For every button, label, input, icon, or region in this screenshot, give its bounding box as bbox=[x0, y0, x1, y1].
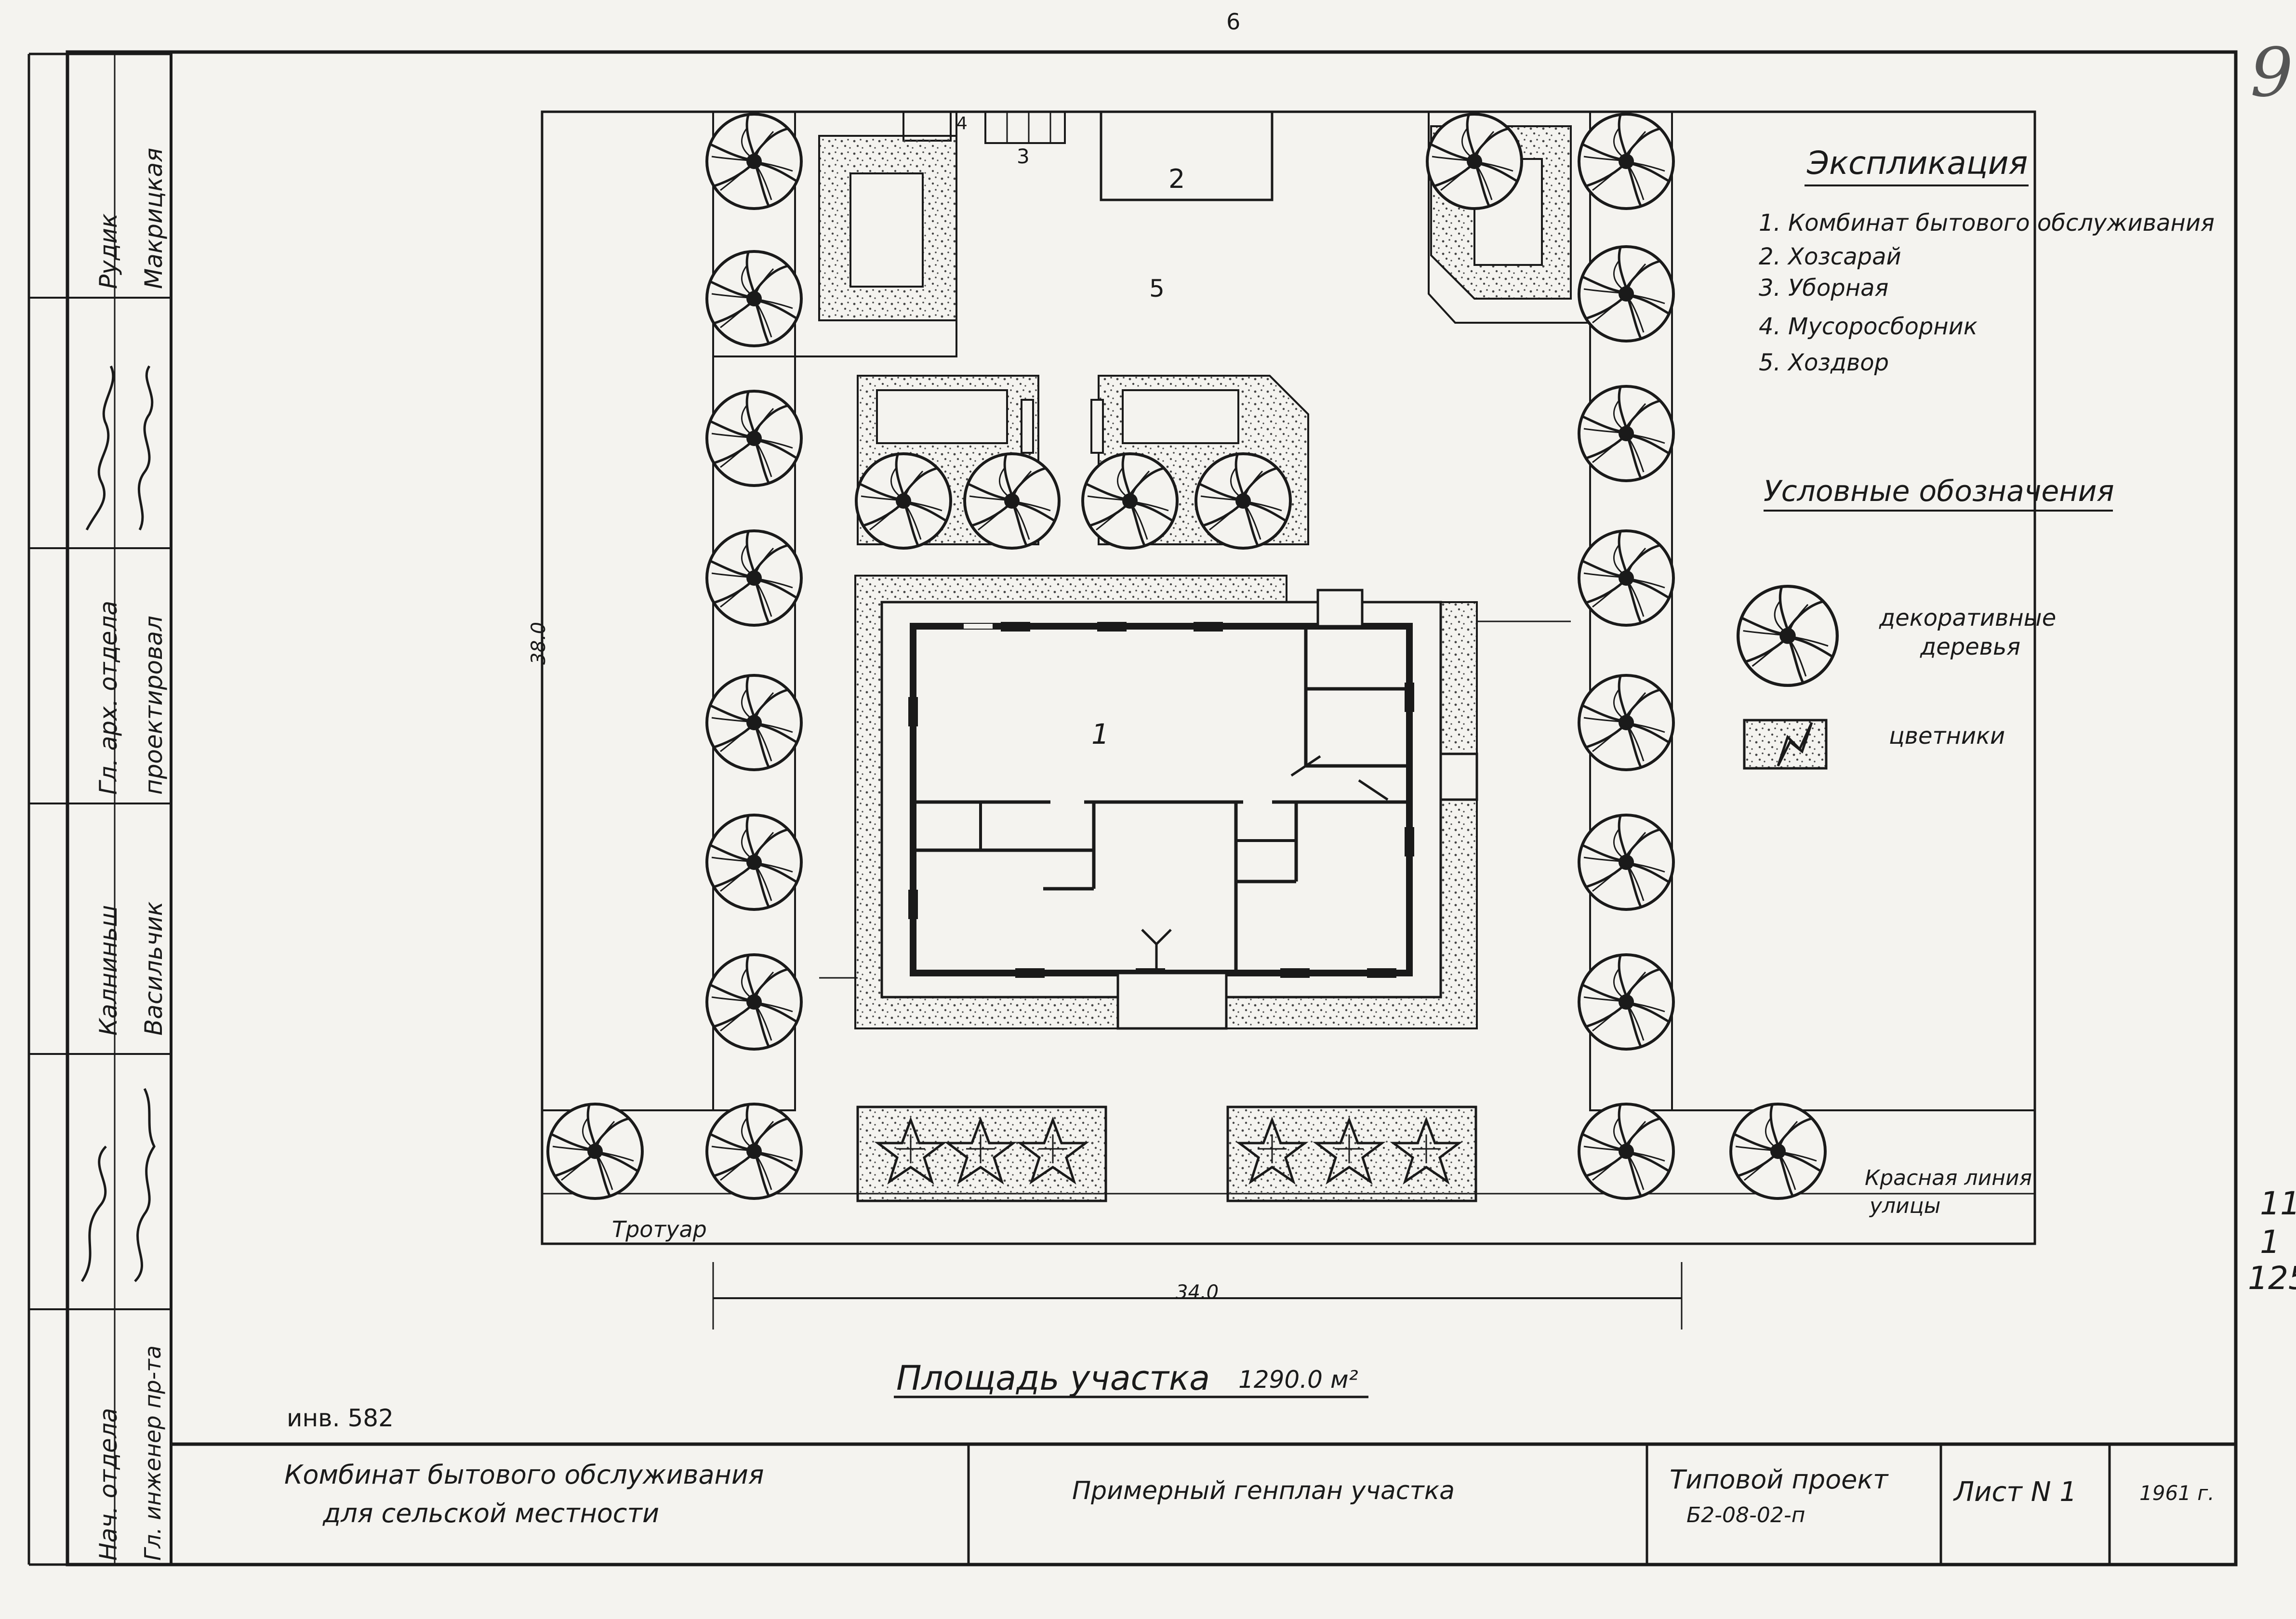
explication-item-4: 4. Мусоросборник bbox=[1759, 313, 1977, 340]
bin-number: 4 bbox=[956, 114, 968, 133]
type-project-code: Б2-08-02-п bbox=[1686, 1503, 1805, 1527]
dimension-height: 38.0 bbox=[528, 621, 550, 665]
role-chief-architect: Гл. арх. отдела bbox=[94, 600, 122, 795]
role-chief-engineer: Гл. инженер пр-та bbox=[140, 1345, 166, 1561]
legend-title: Условные обозначения bbox=[1764, 474, 2114, 508]
legend-tree-symbol bbox=[1738, 586, 1837, 685]
explication-item-5: 5. Хоздвор bbox=[1759, 349, 1889, 376]
explication-item-1: 1. Комбинат бытового обслуживания bbox=[1759, 210, 2215, 237]
project-name-line-1: Комбинат бытового обслуживания bbox=[284, 1460, 764, 1490]
explication-item-2: 2. Хозсарай bbox=[1759, 243, 1901, 270]
project-name-line-2: для сельской местности bbox=[323, 1498, 660, 1528]
legend-trees-label-2: деревья bbox=[1920, 633, 2021, 660]
ornamental-beds bbox=[856, 1106, 1477, 1202]
signatures bbox=[80, 365, 156, 1282]
sheet-frame bbox=[27, 50, 2238, 1566]
margin-note-1: 11 bbox=[2260, 1185, 2296, 1222]
red-line-label-2: улицы bbox=[1870, 1194, 1941, 1218]
margin-note-2: 1 bbox=[2260, 1224, 2280, 1261]
sidewalk-label: Тротуар bbox=[612, 1216, 707, 1242]
inventory-number: инв. 582 bbox=[287, 1404, 394, 1432]
explication-title: Экспликация bbox=[1807, 145, 2028, 182]
person-kalninsh: Калниньш bbox=[94, 905, 122, 1036]
sheet-number: Лист N 1 bbox=[1954, 1476, 2077, 1508]
building-number: 1 bbox=[1091, 718, 1109, 750]
page-number: 6 bbox=[1226, 9, 1241, 35]
stamp-number: 9 bbox=[2250, 34, 2294, 112]
person-vasilchik: Васильчик bbox=[140, 901, 168, 1036]
legend-flower-symbol bbox=[1743, 719, 1828, 770]
drawing-title: Примерный генплан участка bbox=[1072, 1476, 1455, 1505]
dimension-width: 34.0 bbox=[1176, 1281, 1219, 1303]
area-label: Площадь участка bbox=[896, 1358, 1210, 1398]
role-head-of-department: Нач. отдела bbox=[94, 1408, 122, 1561]
toilet-structure bbox=[984, 111, 1066, 144]
red-line-label: Красная линия bbox=[1865, 1166, 2032, 1190]
shed-structure bbox=[1100, 112, 1274, 201]
year: 1961 г. bbox=[2139, 1481, 2215, 1505]
toilet-number: 3 bbox=[1017, 145, 1030, 168]
yard-number: 5 bbox=[1149, 275, 1165, 303]
dimension-lines bbox=[541, 112, 2113, 1398]
type-project-label: Типовой проект bbox=[1670, 1464, 1888, 1495]
margin-note-3: 125 bbox=[2248, 1260, 2296, 1297]
legend-trees-label: декоративные bbox=[1879, 605, 2057, 632]
role-designed: проектировал bbox=[140, 616, 168, 795]
person-makritskaya: Макрицкая bbox=[140, 147, 168, 289]
shed-number: 2 bbox=[1168, 164, 1185, 194]
explication-item-3: 3. Уборная bbox=[1759, 275, 1889, 302]
area-value: 1290.0 м² bbox=[1238, 1366, 1358, 1394]
legend-flowers-label: цветники bbox=[1889, 723, 2005, 750]
person-rudik: Рудик bbox=[94, 213, 122, 289]
service-building bbox=[819, 589, 1571, 1030]
